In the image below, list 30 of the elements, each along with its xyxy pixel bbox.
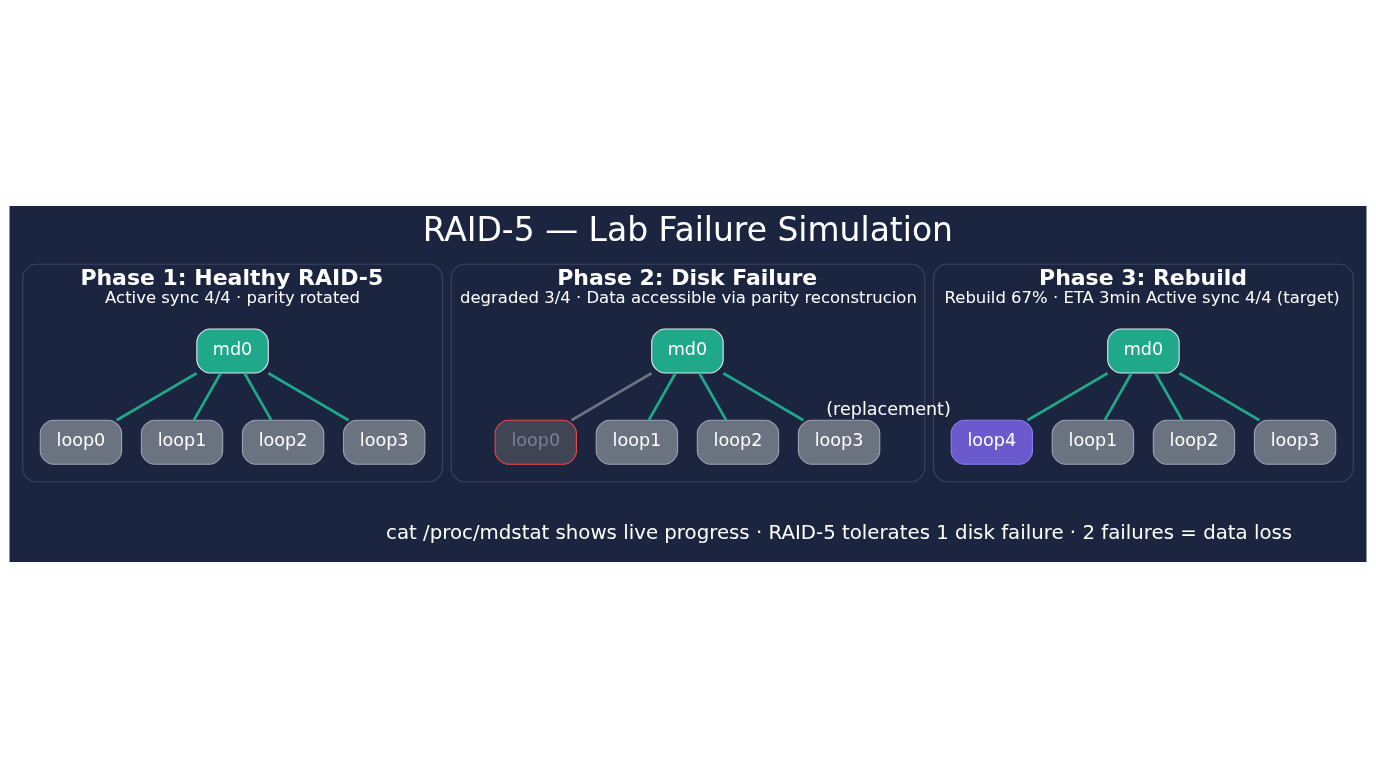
label: cat /proc/mdstat shows live progress · RAID-5 tolerates 1 disk failure · 2 failures = data loss [386,521,1293,545]
node-box: md0 [1107,328,1180,374]
node-label: (replacement) [826,398,951,419]
connector [115,372,198,422]
connector [1103,372,1133,421]
diagram-title: RAID-5 — Lab Failure Simulation [422,210,953,250]
connector [570,372,653,422]
node-box: loop1 [595,419,679,465]
node-box: loop2 [1152,419,1236,465]
connector [647,372,677,421]
node-box: loop4 [950,419,1033,465]
node-box: loop2 [241,419,325,465]
node-box: loop2 [696,419,780,465]
node-box: loop3 [797,419,881,465]
connector [1026,372,1109,422]
node-box: loop0 [39,419,123,465]
connector [267,372,350,422]
connector [698,372,728,421]
node-box: loop3 [1253,419,1337,465]
node-box: md0 [196,328,269,374]
connector [243,372,273,421]
node-box: md0 [651,328,724,374]
node-box: loop3 [343,419,426,465]
connector [1154,372,1184,421]
connector [192,372,222,421]
connector [722,372,805,422]
node-box: loop1 [1051,419,1135,465]
connector [1178,372,1261,422]
node-box: loop1 [140,419,224,465]
node-box: loop0 [494,419,578,465]
